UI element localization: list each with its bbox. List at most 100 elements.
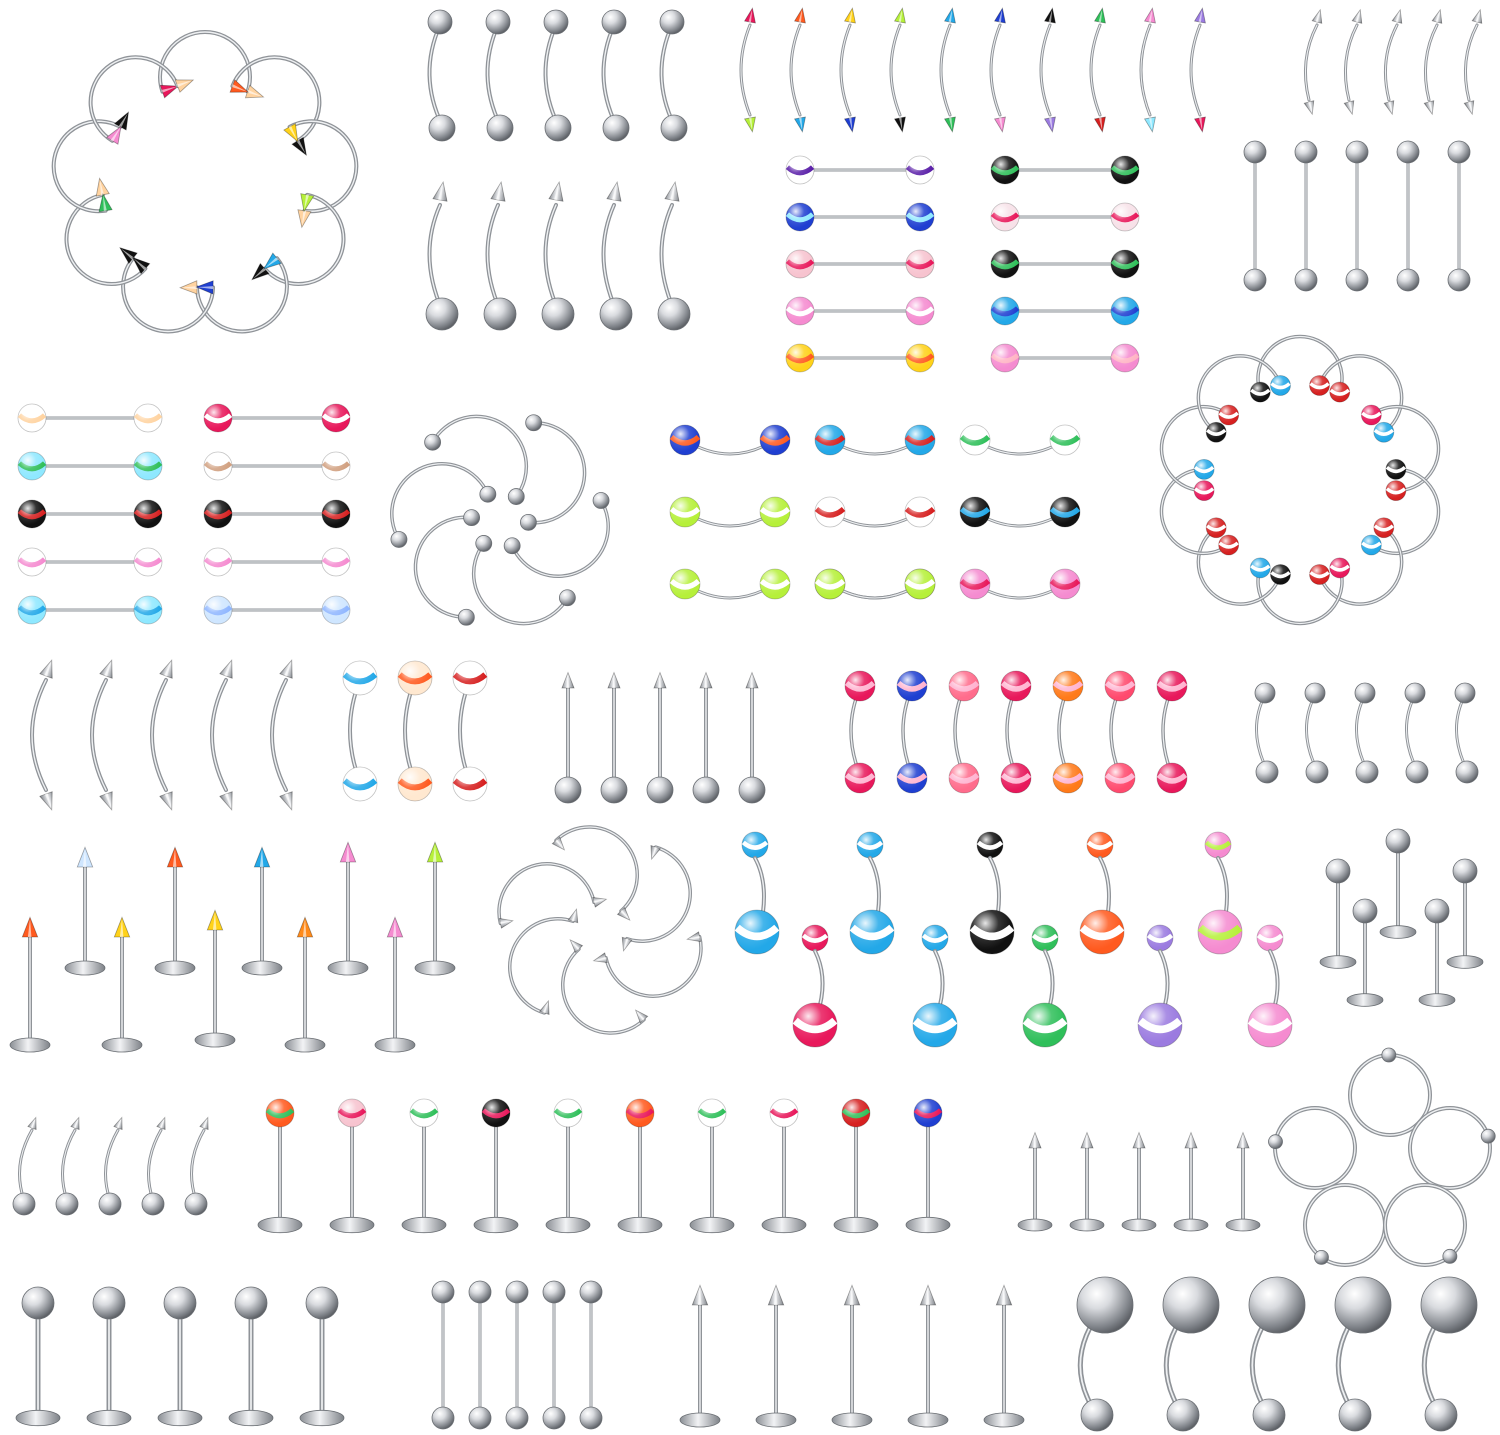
steel-ball xyxy=(1447,268,1471,292)
steel-ball xyxy=(463,509,481,527)
steel-ball xyxy=(519,513,537,531)
steel-ball xyxy=(505,1406,529,1430)
metal-curve-highlight xyxy=(544,24,559,126)
spike-end xyxy=(159,791,173,811)
spike-end xyxy=(283,123,299,143)
spike-highlight xyxy=(1098,9,1103,23)
group-curved-acrylic-pink xyxy=(844,670,1188,794)
steel-ball xyxy=(599,297,633,331)
acrylic-ball-gloss xyxy=(1050,569,1080,599)
group-curved-spikes-row xyxy=(30,659,293,811)
spike-end xyxy=(653,671,667,689)
metal-curve-highlight xyxy=(473,542,569,625)
acrylic-ball-gloss xyxy=(1206,517,1227,538)
spike-highlight xyxy=(104,661,112,677)
spike-end xyxy=(664,180,680,202)
acrylic-ball-gloss xyxy=(1111,344,1139,372)
spike-end xyxy=(1193,116,1206,133)
spike-highlight xyxy=(1049,117,1053,131)
spike-end xyxy=(793,116,806,133)
steel-ball xyxy=(424,433,442,451)
spike-end xyxy=(943,116,956,133)
spike-end xyxy=(113,916,131,938)
spike-highlight xyxy=(594,956,607,961)
spike-highlight xyxy=(110,127,121,142)
group-horseshoe-pinwheel-balls xyxy=(390,414,610,626)
metal-curve xyxy=(1159,404,1231,493)
group-curved-barbell-spike-ball xyxy=(425,180,691,331)
acrylic-ball-gloss xyxy=(410,1099,438,1127)
spike-end xyxy=(699,671,713,689)
acrylic-ball-gloss xyxy=(815,425,845,455)
spike-end xyxy=(621,936,633,952)
spike-end xyxy=(567,908,579,924)
metal-curve-highlight xyxy=(1140,24,1151,116)
spike-end xyxy=(131,256,151,275)
acrylic-ball-gloss xyxy=(802,925,828,951)
group-curved-barbell-acrylic-spikes xyxy=(739,7,1206,133)
steel-ball xyxy=(1424,898,1450,924)
steel-ball xyxy=(1352,898,1378,924)
group-labret-steel-balls xyxy=(1319,828,1484,1007)
group-horseshoe-pinwheel-spikes xyxy=(497,825,703,1035)
steel-ball xyxy=(457,608,475,626)
labret-disc xyxy=(101,1037,143,1053)
labret-disc xyxy=(257,1216,303,1234)
spike-highlight xyxy=(566,673,570,688)
labret-disc xyxy=(907,1412,949,1428)
spike-highlight xyxy=(176,80,193,88)
spike-highlight xyxy=(1428,101,1433,114)
spike-end xyxy=(551,836,566,851)
metal-curve-highlight xyxy=(1318,527,1403,605)
spike-end xyxy=(843,7,856,24)
acrylic-ball-gloss xyxy=(1147,925,1173,951)
acrylic-ball-gloss xyxy=(1329,557,1350,578)
metal-curve-highlight xyxy=(1217,857,1228,913)
acrylic-ball-gloss xyxy=(1001,763,1031,793)
group-banana-curves-acrylic xyxy=(669,424,1081,600)
acrylic-ball-gloss xyxy=(760,497,790,527)
spike-end xyxy=(105,125,122,145)
acrylic-ball-gloss xyxy=(1050,425,1080,455)
labret-disc xyxy=(1418,993,1456,1007)
spike-highlight xyxy=(949,117,953,131)
spike-end xyxy=(919,1284,937,1306)
acrylic-ball-gloss xyxy=(770,1099,798,1127)
labret-disc xyxy=(1446,955,1484,969)
spike-end xyxy=(691,1284,709,1306)
spike-highlight xyxy=(636,1010,645,1021)
metal-curve-highlight xyxy=(890,24,901,116)
spike-highlight xyxy=(1099,117,1103,131)
acrylic-ball-gloss xyxy=(1205,832,1231,858)
metal-curve xyxy=(1369,404,1441,493)
acrylic-ball-gloss xyxy=(134,452,162,480)
spike-highlight xyxy=(392,918,397,937)
steel-ball xyxy=(601,9,627,35)
spike-highlight xyxy=(1348,101,1353,114)
spike-highlight xyxy=(224,793,232,809)
spike-highlight xyxy=(798,9,803,23)
steel-ball xyxy=(1455,760,1479,784)
spike-highlight xyxy=(612,183,617,201)
spike-end xyxy=(99,659,113,679)
spike-highlight xyxy=(119,918,124,937)
acrylic-ball-gloss xyxy=(134,404,162,432)
acrylic-ball-gloss xyxy=(1385,459,1406,480)
steel-ball xyxy=(1480,1128,1496,1144)
spike-end xyxy=(426,841,444,863)
spike-highlight xyxy=(612,673,616,688)
steel-ball xyxy=(544,114,572,142)
metal-curve-highlight xyxy=(940,24,951,116)
labret-disc xyxy=(64,960,106,976)
spike-highlight xyxy=(799,117,803,131)
spike-cone xyxy=(283,123,299,143)
steel-ball xyxy=(579,1406,603,1430)
metal-curve-highlight xyxy=(414,516,473,618)
metal-curve-highlight xyxy=(288,120,358,212)
spike-highlight xyxy=(670,183,675,201)
acrylic-ball-gloss xyxy=(742,832,768,858)
steel-ball xyxy=(425,297,459,331)
spike-end xyxy=(27,1116,37,1131)
spike-end xyxy=(251,262,270,281)
